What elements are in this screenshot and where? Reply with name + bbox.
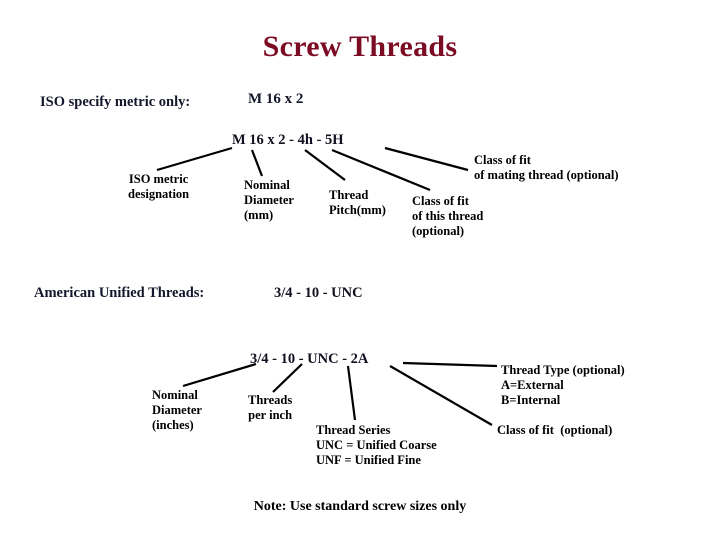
- leader-unified-class-of-fit: [389, 365, 493, 426]
- leader-unified-nominal-diameter: [182, 362, 257, 388]
- unified-full-designation: 3/4 - 10 - UNC - 2A: [250, 351, 369, 367]
- label-iso-metric-designation: ISO metric designation: [128, 172, 190, 201]
- leader-unified-threads-per-inch: [272, 363, 303, 393]
- label-iso-class-of-fit-this-thread: Class of fit of this thread (optional): [412, 194, 484, 238]
- label-iso-thread-pitch: Thread Pitch(mm): [329, 188, 386, 217]
- label-unified-thread-series: Thread Series UNC = Unified Coarse UNF =…: [316, 423, 437, 467]
- leader-iso-class-of-fit-mating-thread: [384, 146, 469, 172]
- leader-iso-thread-pitch: [304, 149, 346, 181]
- leader-unified-thread-series: [346, 365, 357, 421]
- unified-example-designation: 3/4 - 10 - UNC: [274, 285, 363, 301]
- iso-full-designation: M 16 x 2 - 4h - 5H: [232, 132, 344, 148]
- iso-heading: ISO specify metric only:: [40, 94, 191, 110]
- label-unified-thread-type: Thread Type (optional) A=External B=Inte…: [501, 363, 625, 407]
- label-iso-class-of-fit-mating-thread: Class of fit of mating thread (optional): [474, 153, 619, 182]
- label-unified-threads-per-inch: Threads per inch: [248, 393, 293, 422]
- iso-example-designation: M 16 x 2: [248, 91, 304, 107]
- label-unified-class-of-fit: Class of fit (optional): [497, 423, 613, 437]
- label-unified-nominal-diameter: Nominal Diameter (inches): [152, 388, 202, 432]
- page-title: Screw Threads: [262, 30, 458, 63]
- leader-unified-thread-type: [402, 361, 498, 368]
- leader-iso-nominal-diameter: [250, 149, 264, 177]
- unified-heading: American Unified Threads:: [34, 285, 205, 301]
- footer-note: Note: Use standard screw sizes only: [253, 499, 467, 514]
- label-iso-nominal-diameter: Nominal Diameter (mm): [244, 178, 294, 222]
- leader-iso-metric-designation: [156, 146, 233, 172]
- leader-iso-class-of-fit-this-thread: [331, 148, 431, 192]
